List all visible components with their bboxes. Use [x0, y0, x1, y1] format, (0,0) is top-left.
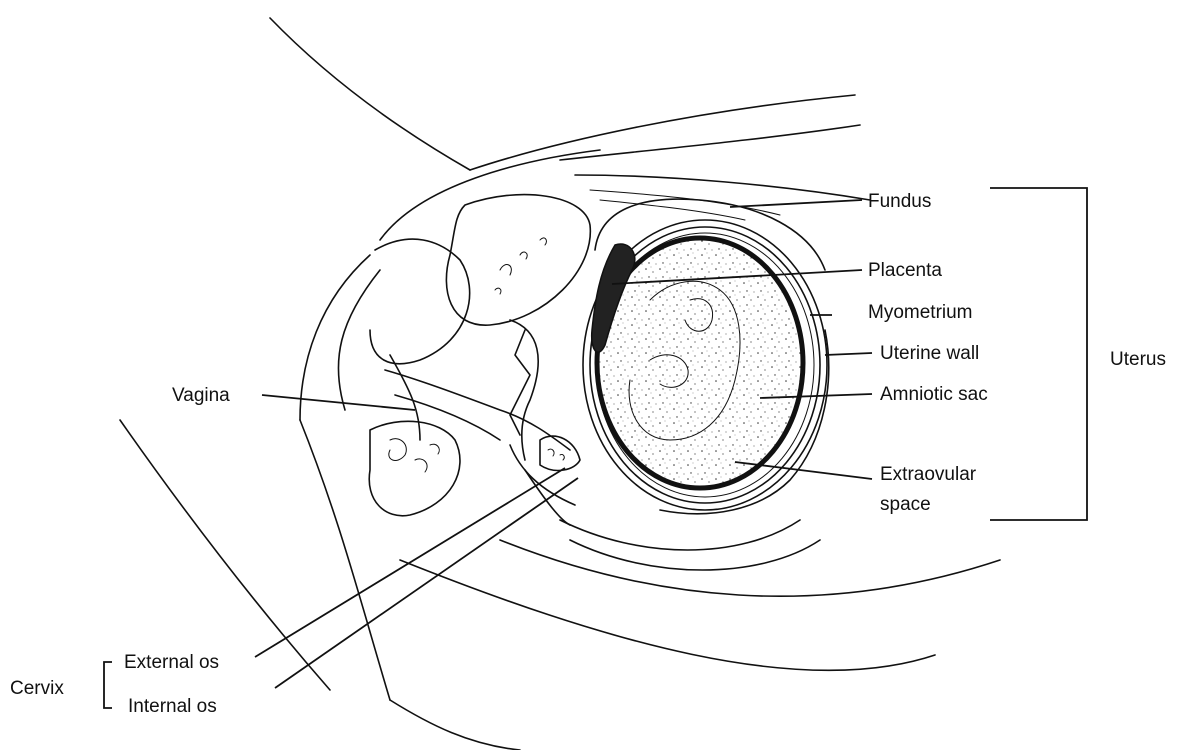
- leader-vagina: [262, 395, 415, 410]
- leader-fundus: [730, 200, 862, 207]
- label-fundus: Fundus: [868, 191, 931, 212]
- leader-external-os: [255, 468, 565, 657]
- label-external-os: External os: [124, 652, 219, 673]
- body-outline: [120, 18, 1000, 750]
- uterus-bracket: [990, 188, 1087, 520]
- label-myometrium: Myometrium: [868, 302, 973, 323]
- pubic-bone: [370, 239, 538, 460]
- label-placenta: Placenta: [868, 260, 942, 281]
- leader-uterine-wall: [825, 353, 872, 355]
- label-extraovular-space: space: [880, 494, 931, 515]
- label-amniotic-sac: Amniotic sac: [880, 384, 988, 405]
- abdominal-wall: [560, 125, 870, 220]
- label-vagina: Vagina: [172, 385, 230, 406]
- label-extraovular: Extraovular: [880, 464, 977, 485]
- cervix-structure: [540, 436, 580, 470]
- label-uterine-wall: Uterine wall: [880, 343, 979, 364]
- label-internal-os: Internal os: [128, 696, 217, 717]
- label-cervix: Cervix: [10, 678, 64, 699]
- label-uterus: Uterus: [1110, 349, 1166, 370]
- cervix-bracket: [104, 662, 112, 708]
